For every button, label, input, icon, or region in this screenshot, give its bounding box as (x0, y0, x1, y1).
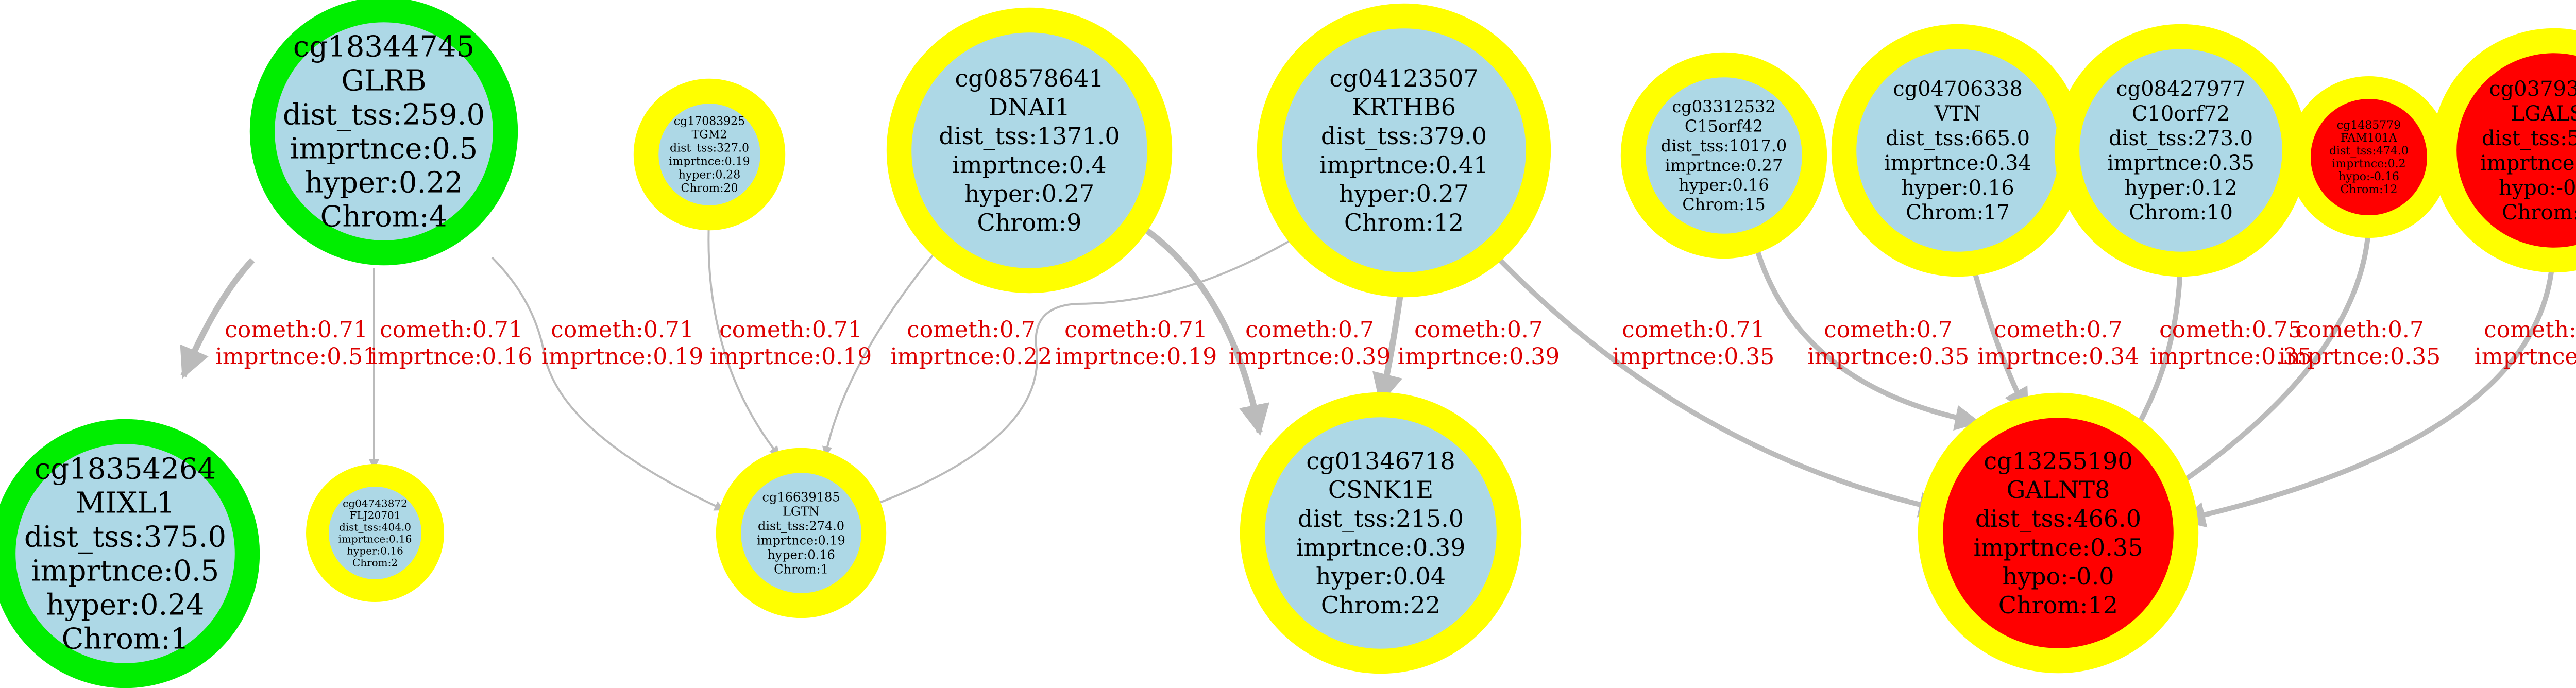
node-vtn[interactable]: cg04706338VTNdist_tss:665.0imprtnce:0.34… (1844, 37, 2072, 264)
node-circle (2444, 41, 2576, 260)
node-circle (1269, 16, 1538, 285)
node-circle (899, 20, 1160, 281)
edge-label: cometh:0.71imprtnce:0.19 (1055, 317, 1217, 370)
node-label: cg1485779FAM101Adist_tss:474.0imprtnce:0… (2329, 119, 2409, 196)
node-glrb[interactable]: cg18344745GLRBdist_tss:259.0imprtnce:0.5… (262, 10, 505, 253)
node-csnk1e[interactable]: cg01346718CSNK1Edist_tss:215.0imprtnce:0… (1252, 405, 1509, 661)
node-mixl1[interactable]: cg18354264MIXL1dist_tss:375.0imprtnce:0.… (3, 432, 247, 676)
node-galnt8[interactable]: cg13255190GALNT8dist_tss:466.0imprtnce:0… (1930, 405, 2186, 661)
edge-label: cometh:0.7imprtnce:0.35 (2279, 317, 2441, 370)
node-c10orf72[interactable]: cg08427977C10orf72dist_tss:273.0imprtnce… (2067, 37, 2295, 264)
edge-label: cometh:0.7imprtnce:0.39 (1398, 317, 1560, 370)
edge-lgals7-to-galnt8 (2182, 255, 2553, 520)
node-circle (1844, 37, 2072, 264)
node-lgals7[interactable]: cg03793778LGALS7dist_tss:575.0imprtnce:0… (2444, 41, 2576, 260)
node-krthb6[interactable]: cg04123507KRTHB6dist_tss:379.0imprtnce:0… (1269, 16, 1538, 285)
edge-glrb-to-lgtn (492, 257, 724, 510)
node-circle (1930, 405, 2186, 661)
edge-label: cometh:0.7imprtnce:0.34 (1977, 317, 2140, 370)
node-fam101a[interactable]: cg1485779FAM101Adist_tss:474.0imprtnce:0… (2299, 88, 2438, 227)
edge-label: cometh:0.71imprtnce:0.19 (541, 317, 704, 370)
edge-label: cometh:0.71imprtnce:0.51 (215, 317, 378, 370)
edge-label: cometh:0.71imprtnce:0.35 (1613, 317, 1775, 370)
node-c15orf42[interactable]: cg03312532C15orf42dist_tss:1017.0imprtnc… (1633, 65, 1815, 246)
edge-label: cometh:0.83imprtnce:0.33 (2475, 317, 2576, 370)
node-label: cg17083925TGM2dist_tss:327.0imprtnce:0.1… (669, 115, 750, 195)
edge-krthb6-to-galnt8 (1492, 251, 1942, 510)
node-tgm2[interactable]: cg17083925TGM2dist_tss:327.0imprtnce:0.1… (646, 91, 773, 218)
node-circle (1252, 405, 1509, 661)
edge-label: cometh:0.7imprtnce:0.39 (1229, 317, 1391, 370)
node-lgtn[interactable]: cg16639185LGTNdist_tss:274.0imprtnce:0.1… (728, 460, 874, 606)
node-dnai1[interactable]: cg08578641DNAI1dist_tss:1371.0imprtnce:0… (899, 20, 1160, 281)
edge-label: cometh:0.71imprtnce:0.16 (370, 317, 533, 370)
node-flj20701[interactable]: cg04743872FLJ20701dist_tss:404.0imprtnce… (317, 475, 433, 591)
edge-label: cometh:0.7imprtnce:0.22 (890, 317, 1053, 370)
edge-label: cometh:0.71imprtnce:0.19 (710, 317, 872, 370)
edge-label: cometh:0.7imprtnce:0.35 (1807, 317, 1970, 370)
node-circle (2067, 37, 2295, 264)
